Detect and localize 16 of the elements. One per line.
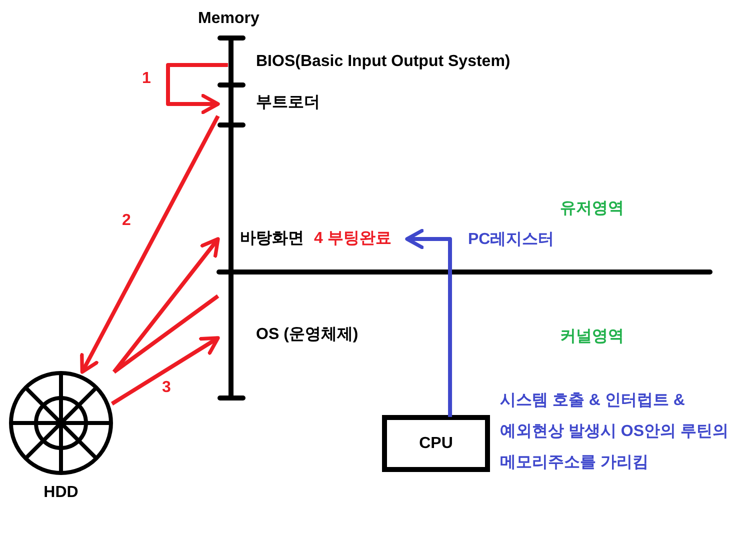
region-label: 유저영역 [560, 199, 624, 219]
status-text: 4 부팅완료 [314, 226, 409, 252]
memory-region-label: BIOS(Basic Input Output System) [216, 53, 546, 77]
memory-region-label: 부트로더 [216, 92, 336, 116]
region-label: 커널영역 [560, 327, 624, 347]
memory-region-label: 바탕화면 [216, 226, 308, 252]
cpu-box: CPU [382, 415, 490, 472]
arrow [405, 228, 452, 417]
axis-title: Memory [198, 10, 260, 28]
memory-region-label: OS (운영체제) [216, 290, 366, 350]
note-text: 시스템 호출 & 인터럽트 & 예외현상 발생시 OS안의 루틴의 메모리주소를 가리킴 [500, 391, 730, 473]
arrow [80, 115, 220, 374]
arrow [110, 336, 220, 406]
arrow [166, 63, 228, 114]
device-label: HDD [42, 484, 80, 502]
arrow [112, 237, 220, 374]
